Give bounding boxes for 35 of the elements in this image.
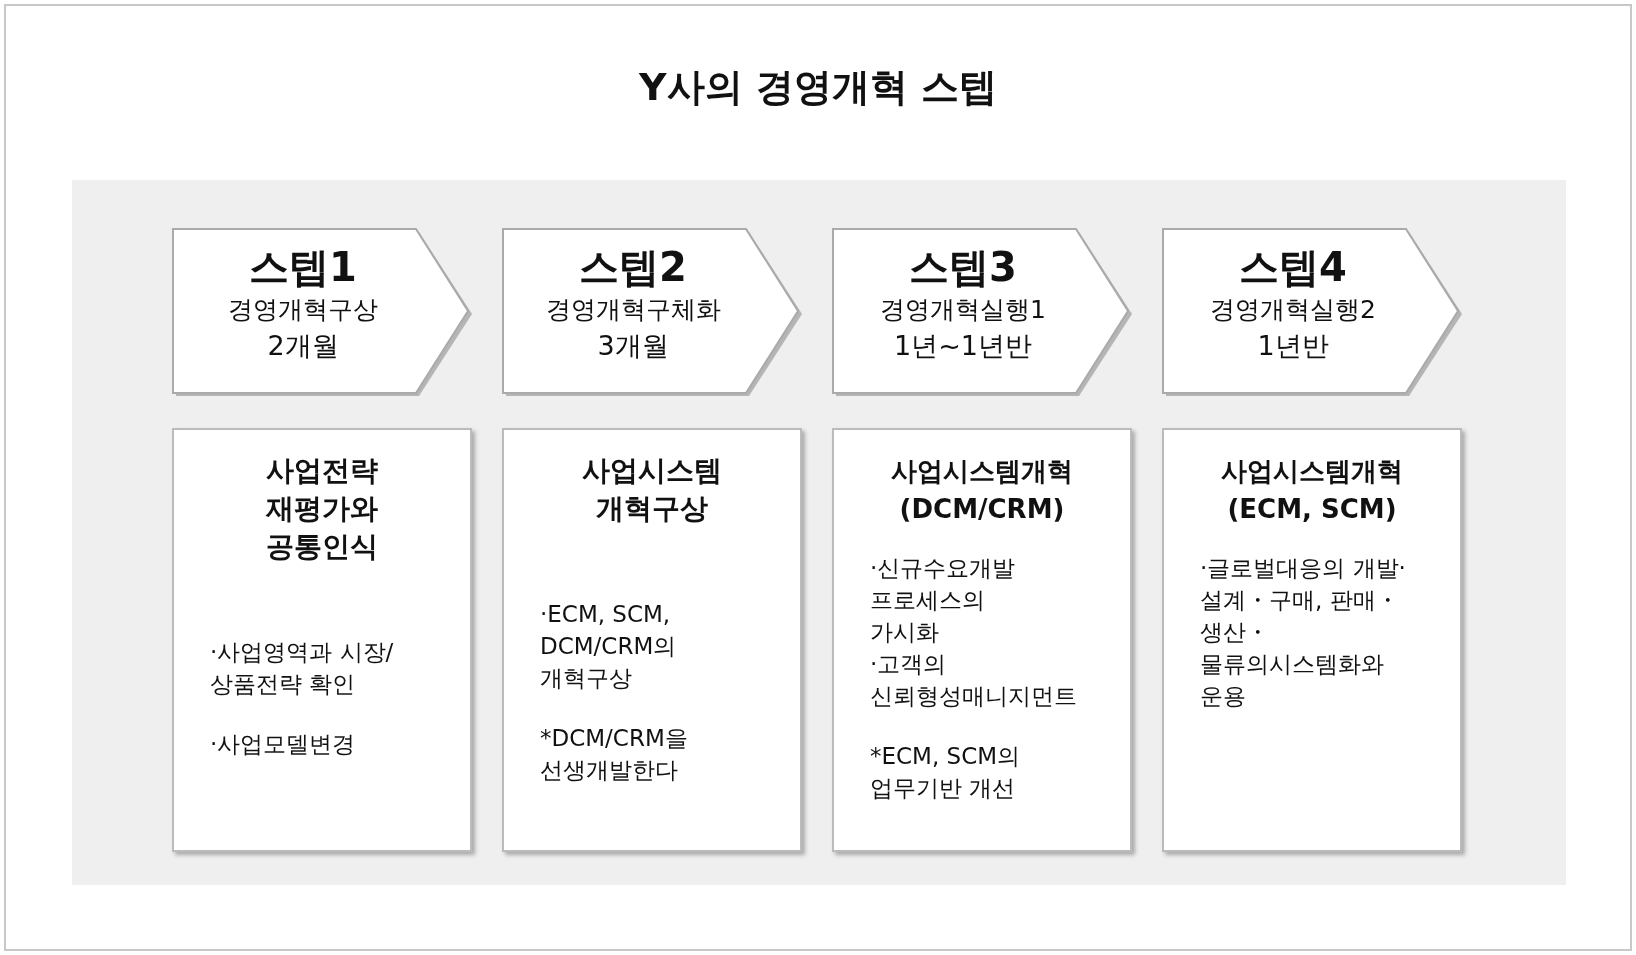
step-name: 경영개혁실행1 <box>879 294 1047 326</box>
step-name: 경영개혁실행2 <box>1209 294 1377 326</box>
bullet-text: *ECM, SCM의 업무기반 개선 <box>870 742 1022 803</box>
bullet-text: ·사업영역과 시장/상품전략 확인 <box>210 638 395 699</box>
card-heading: 사업시스템개혁 <box>890 455 1074 488</box>
bullet-text: ·글로벌대응의 개발·설계・구매, 판매・생산・물류의시스템화와 운용 <box>1200 554 1407 711</box>
content-card <box>1162 428 1462 852</box>
step-heading: 스텝2 <box>578 243 688 292</box>
content-card <box>502 428 802 852</box>
step-name: 경영개혁구체화 <box>544 294 722 326</box>
step-heading: 스텝1 <box>248 243 358 292</box>
step-duration: 2개월 <box>266 329 340 363</box>
content-card <box>172 428 472 852</box>
step-heading: 스텝4 <box>1238 243 1348 292</box>
card-heading: 사업시스템개혁 <box>1220 455 1404 488</box>
step-banner <box>502 228 804 398</box>
step-banner <box>832 228 1134 398</box>
content-card <box>832 428 1132 852</box>
bullet-text: ·고객의 신뢰형성매니지먼트 <box>870 650 1078 711</box>
card-heading: (ECM, SCM) <box>1226 493 1398 526</box>
diagram-title: Y사의 경영개혁 스텝 <box>638 64 998 111</box>
step-duration: 1년반 <box>1256 329 1330 363</box>
step-banner <box>172 228 474 398</box>
card-heading: 사업전략 재평가와 공통인식 <box>265 453 379 565</box>
step-name: 경영개혁구상 <box>227 294 379 326</box>
bullet-text: ·ECM, SCM, DCM/CRM의 개혁구상 <box>540 600 678 693</box>
step-heading: 스텝3 <box>908 243 1018 292</box>
bullet-text: *DCM/CRM을 선생개발한다 <box>540 724 689 785</box>
step-duration: 3개월 <box>596 329 670 363</box>
card-heading: (DCM/CRM) <box>898 493 1066 526</box>
bullet-text: ·신규수요개발 프로세스의 가시화 <box>870 554 1017 647</box>
card-heading: 사업시스템 개혁구상 <box>581 453 723 527</box>
step-duration: 1년~1년반 <box>893 329 1033 363</box>
bullet-text: ·사업모델변경 <box>210 730 357 759</box>
step-banner <box>1162 228 1464 398</box>
